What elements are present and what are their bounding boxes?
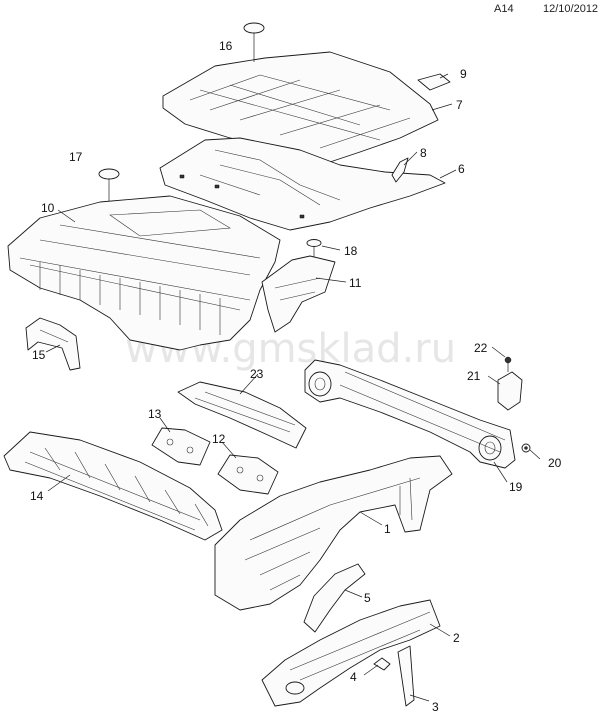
- callout-10: 10: [41, 201, 55, 215]
- callout-4: 4: [350, 670, 357, 684]
- part-21-bracket: [497, 371, 523, 411]
- part-8-bracket: [391, 157, 409, 183]
- part-16-plug: [243, 22, 265, 62]
- part-2-lower-frame-rail: [261, 599, 441, 707]
- part-11-panel: [261, 255, 336, 333]
- part-5-reinforcement: [303, 563, 366, 633]
- part-13-bracket: [151, 427, 211, 466]
- part-3-bracket: [397, 645, 415, 707]
- part-6-floor-pan: [159, 137, 446, 231]
- diagram-date: 12/10/2012: [543, 3, 599, 15]
- callout-1: 1: [384, 522, 391, 536]
- page-code: A14: [494, 3, 514, 15]
- callout-18: 18: [344, 244, 358, 258]
- callout-14: 14: [30, 489, 44, 503]
- part-9-bracket: [417, 73, 451, 91]
- callout-23: 23: [250, 367, 264, 381]
- callout-2: 2: [453, 631, 460, 645]
- part-10-rear-floor-assembly: [7, 195, 281, 351]
- part-14-floor-rail: [3, 431, 223, 541]
- part-23-crossmember: [177, 381, 307, 449]
- callout-7: 7: [456, 98, 463, 112]
- part-15-bracket: [25, 317, 81, 371]
- callout-3: 3: [432, 700, 439, 714]
- callout-16: 16: [219, 39, 233, 53]
- callout-20: 20: [548, 456, 562, 470]
- part-7-rear-floor-panel: [162, 51, 439, 163]
- callout-12: 12: [212, 432, 226, 446]
- callout-19: 19: [509, 480, 523, 494]
- leader-lines: [45, 73, 541, 702]
- part-1-frame-rail-assembly: [214, 455, 453, 611]
- callout-13: 13: [148, 407, 162, 421]
- part-12-bracket: [217, 454, 279, 495]
- part-22-bolt: [504, 356, 512, 372]
- callout-15: 15: [32, 348, 46, 362]
- callout-9: 9: [460, 67, 467, 81]
- part-4-clip: [373, 657, 391, 671]
- part-20-nut: [521, 443, 531, 453]
- callout-11: 11: [349, 276, 362, 290]
- callout-6: 6: [458, 162, 465, 176]
- callout-22: 22: [474, 341, 488, 355]
- callout-17: 17: [69, 150, 83, 164]
- part-19-bumper-beam: [304, 359, 516, 469]
- callout-21: 21: [467, 369, 481, 383]
- part-18-plug: [306, 239, 322, 268]
- callout-8: 8: [420, 146, 427, 160]
- callout-5: 5: [364, 591, 371, 605]
